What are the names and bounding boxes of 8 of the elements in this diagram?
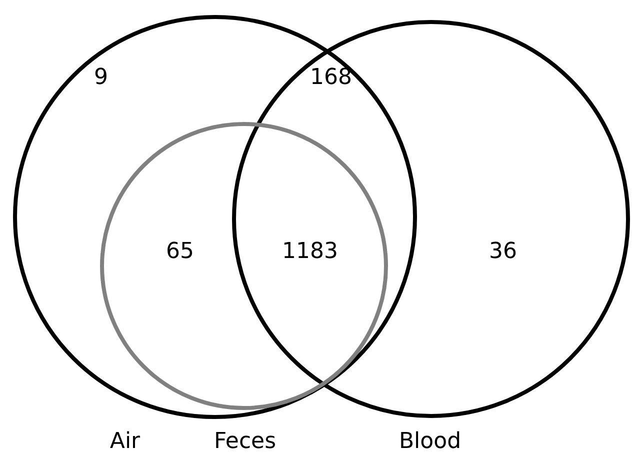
count-label: 65 bbox=[166, 239, 194, 265]
set-label: Blood bbox=[398, 429, 462, 455]
set-label: Air bbox=[110, 429, 140, 455]
count-label: 1183 bbox=[282, 239, 338, 265]
count-label: 36 bbox=[489, 239, 517, 265]
count-label: 168 bbox=[310, 65, 352, 91]
count-label: 9 bbox=[94, 65, 108, 91]
set-label: Feces bbox=[214, 429, 276, 455]
